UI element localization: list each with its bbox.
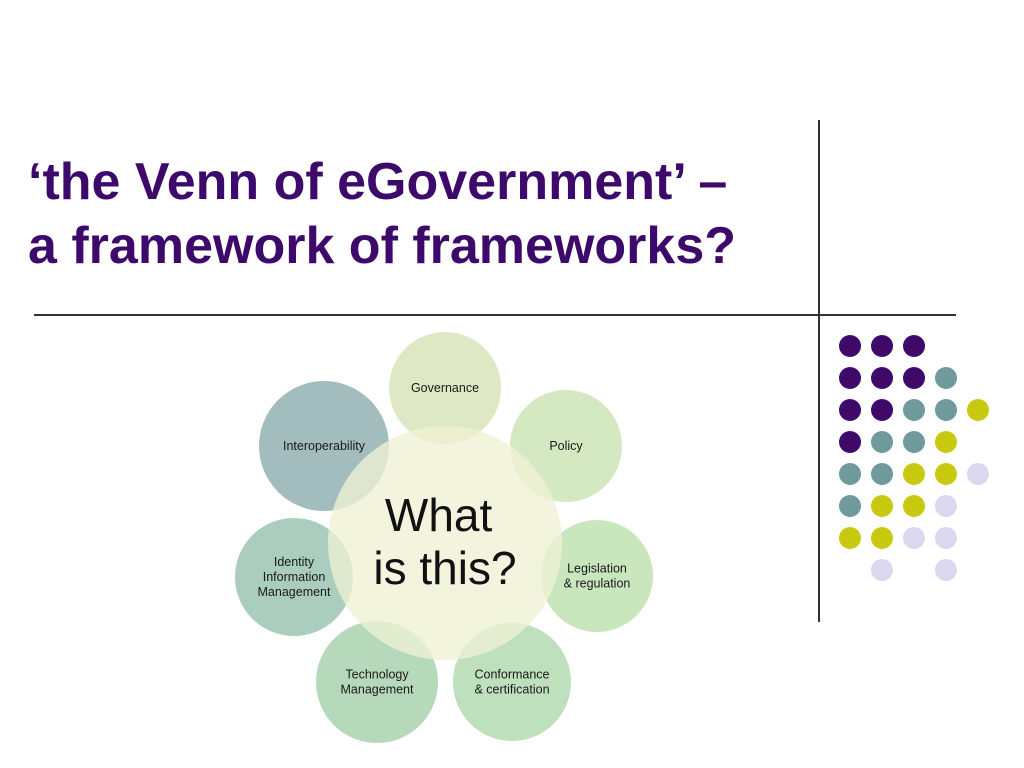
satellite-label-interoperability: Interoperability: [283, 439, 366, 453]
horizontal-divider: [34, 314, 956, 316]
satellite-label-conformance-line-1: Conformance: [474, 668, 549, 682]
satellite-label-governance-line-1: Governance: [411, 381, 479, 395]
satellite-label-legislation: Legislation& regulation: [564, 562, 631, 591]
satellite-label-legislation-line-2: & regulation: [564, 577, 631, 591]
center-label-line-2: is this?: [373, 542, 516, 594]
satellite-label-policy: Policy: [549, 439, 583, 453]
satellite-label-identity-line-2: Information: [263, 570, 326, 584]
slide-title-line-1: ‘the Venn of eGovernment’ –: [28, 153, 728, 211]
satellite-label-identity-line-1: Identity: [274, 555, 315, 569]
center-label: What is this?: [373, 489, 516, 594]
slide-title-line-2: a framework of frameworks?: [28, 217, 737, 275]
satellite-label-governance: Governance: [411, 381, 479, 395]
center-circle: [328, 426, 562, 660]
satellite-label-conformance: Conformance& certification: [474, 668, 549, 697]
vertical-divider: [818, 120, 820, 622]
satellite-label-technology-line-2: Management: [341, 683, 414, 697]
satellite-label-identity-line-3: Management: [258, 585, 331, 599]
satellite-label-technology-line-1: Technology: [345, 668, 409, 682]
satellite-label-conformance-line-2: & certification: [474, 683, 549, 697]
center-label-line-1: What: [385, 489, 493, 541]
satellite-label-legislation-line-1: Legislation: [567, 562, 627, 576]
center-layer: What is this?: [328, 426, 562, 660]
slide-title: ‘the Venn of eGovernment’ – a framework …: [28, 150, 808, 278]
satellite-label-interoperability-line-1: Interoperability: [283, 439, 366, 453]
satellite-label-policy-line-1: Policy: [549, 439, 583, 453]
